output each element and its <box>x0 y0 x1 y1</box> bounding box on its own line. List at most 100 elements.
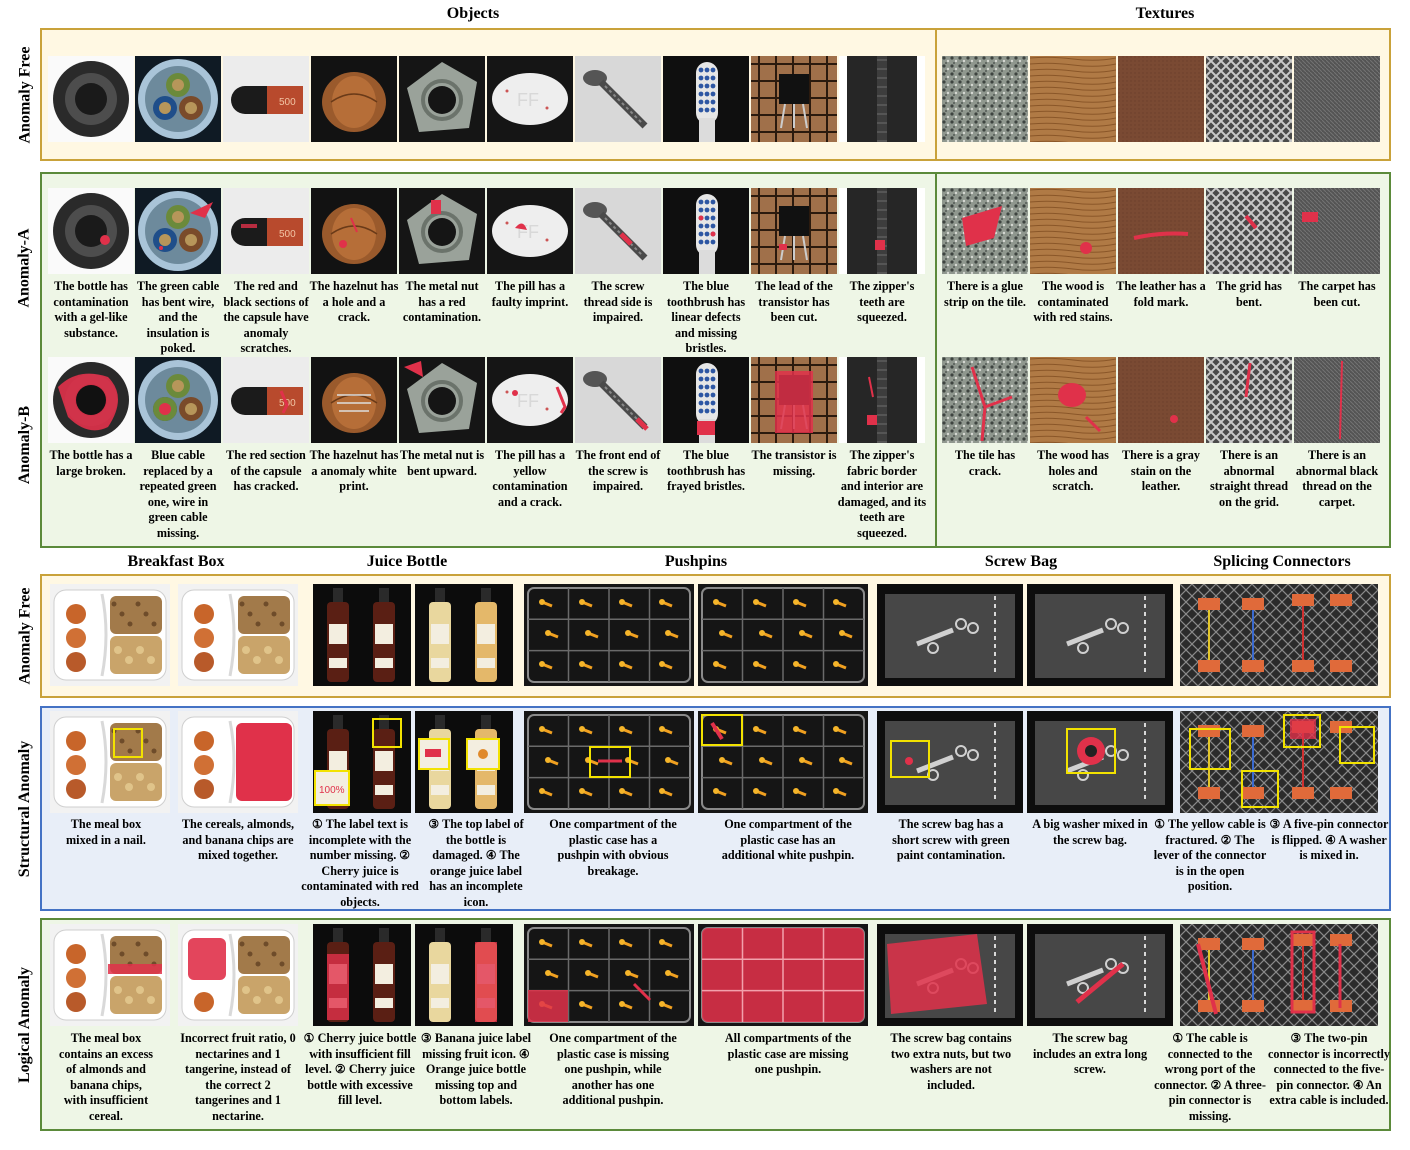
structural-caption-8: A big washer mixed in the screw bag. <box>1032 817 1148 847</box>
caption-b-capsule: The red section of the capsule has crack… <box>226 448 306 493</box>
thumb-free-leather <box>1118 56 1204 142</box>
logical-caption-9: ① The cable is connected to the wrong po… <box>1154 1031 1266 1123</box>
thumb-free-pill: FF <box>487 56 573 142</box>
caption-b-wood: The wood has holes and scratch. <box>1037 448 1109 493</box>
row-label-anomaly-a: Anomaly-A <box>16 227 34 308</box>
row-label-anomaly-b: Anomaly-B <box>16 405 34 485</box>
caption-b-zipper: The zipper's fabric border and interior … <box>837 448 927 540</box>
caption-a-pill: The pill has a faulty imprint. <box>491 279 569 309</box>
caption-a-tile: There is a glue strip on the tile. <box>944 279 1026 309</box>
row-label-loco-anomaly-free: Anomaly Free <box>16 587 34 685</box>
caption-a-cable: The green cable has bent wire, and the i… <box>136 279 220 355</box>
thumb-b-toothbrush <box>663 357 749 443</box>
loco-free-pushpins-1 <box>524 584 694 686</box>
structural-caption-9: ① The yellow cable is fractured. ② The l… <box>1153 817 1267 893</box>
caption-b-leather: There is a gray stain on the leather. <box>1122 448 1200 493</box>
caption-b-bottle: The bottle has a large broken. <box>49 448 133 478</box>
caption-b-toothbrush: The blue toothbrush has frayed bristles. <box>666 448 746 493</box>
loco-structural-juice-bottle-1: 100% <box>313 711 411 813</box>
loco-header-pushpins: Pushpins <box>664 553 728 570</box>
caption-a-transistor: The lead of the transistor has been cut. <box>755 279 833 324</box>
thumb-b-screw <box>575 357 661 443</box>
logical-caption-6: All compartments of the plastic case are… <box>724 1031 852 1076</box>
loco-free-juice-bottle-1 <box>313 584 411 686</box>
thumb-b-metalnut <box>399 357 485 443</box>
structural-caption-10: ③ A five-pin connector is flipped. ④ A w… <box>1269 817 1389 862</box>
loco-structural-juice-bottle-2 <box>415 711 513 813</box>
loco-logical-screw-bag-1 <box>877 924 1023 1026</box>
structural-caption-1: The meal box mixed in a nail. <box>66 817 146 847</box>
thumb-b-transistor <box>751 357 837 443</box>
caption-b-hazelnut: The hazelnut has a anomaly white print. <box>309 448 399 493</box>
loco-free-screw-bag-1 <box>877 584 1023 686</box>
logical-caption-1: The meal box contains an excess of almon… <box>58 1031 154 1123</box>
structural-caption-3: ① The label text is incomplete with the … <box>301 817 419 909</box>
thumb-b-pill: FF <box>487 357 573 443</box>
thumb-a-transistor <box>751 188 837 274</box>
thumb-free-cable <box>135 56 221 142</box>
caption-b-grid: There is an abnormal straight thread on … <box>1210 448 1288 509</box>
logical-caption-7: The screw bag contains two extra nuts, b… <box>890 1031 1012 1092</box>
thumb-free-hazelnut <box>311 56 397 142</box>
loco-logical-juice-bottle-1 <box>313 924 411 1026</box>
loco-free-juice-bottle-2 <box>415 584 513 686</box>
logical-caption-5: One compartment of the plastic case is m… <box>549 1031 677 1107</box>
thumb-a-leather <box>1118 188 1204 274</box>
thumb-a-screw <box>575 188 661 274</box>
loco-logical-pushpins-1 <box>524 924 694 1026</box>
thumb-free-zipper <box>839 56 925 142</box>
thumb-free-carpet <box>1294 56 1380 142</box>
juice-label-100: 100% <box>319 785 345 796</box>
loco-logical-breakfast-box-1 <box>50 924 170 1026</box>
structural-caption-2: The cereals, almonds, and banana chips a… <box>181 817 295 862</box>
loco-structural-pushpins-1 <box>524 711 694 813</box>
caption-a-screw: The screw thread side is impaired. <box>583 279 653 324</box>
loco-structural-screw-bag-2 <box>1027 711 1173 813</box>
thumb-a-carpet <box>1294 188 1380 274</box>
caption-a-grid: The grid has bent. <box>1216 279 1282 309</box>
objects-header: Objects <box>446 5 500 22</box>
thumb-a-wood <box>1030 188 1116 274</box>
thumb-a-zipper <box>839 188 925 274</box>
loco-structural-splicing-connectors <box>1180 711 1378 813</box>
caption-b-pill: The pill has a yellow contamination and … <box>492 448 568 509</box>
loco-logical-pushpins-2 <box>698 924 868 1026</box>
loco-free-breakfast-box-2 <box>178 584 298 686</box>
thumb-a-cable <box>135 188 221 274</box>
structural-caption-5: One compartment of the plastic case has … <box>549 817 677 878</box>
thumb-b-tile <box>942 357 1028 443</box>
thumb-free-transistor <box>751 56 837 142</box>
thumb-b-wood <box>1030 357 1116 443</box>
loco-header-splicing-connectors: Splicing Connectors <box>1213 553 1351 570</box>
caption-a-wood: The wood is contaminated with red stains… <box>1033 279 1113 324</box>
thumb-a-tile <box>942 188 1028 274</box>
logical-caption-10: ③ The two-pin connector is incorrectly c… <box>1267 1031 1391 1107</box>
thumb-free-capsule: 500 <box>223 56 309 142</box>
loco-header-juice-bottle: Juice Bottle <box>366 553 448 570</box>
thumb-a-toothbrush <box>663 188 749 274</box>
loco-free-breakfast-box-1 <box>50 584 170 686</box>
svg-text:500: 500 <box>279 229 296 240</box>
textures-header: Textures <box>1135 5 1195 22</box>
thumb-b-bottle <box>48 357 134 443</box>
logical-caption-3: ① Cherry juice bottle with insufficient … <box>303 1031 417 1107</box>
thumb-free-toothbrush <box>663 56 749 142</box>
thumb-a-hazelnut <box>311 188 397 274</box>
loco-free-screw-bag-2 <box>1027 584 1173 686</box>
caption-a-capsule: The red and black sections of the capsul… <box>223 279 309 355</box>
caption-a-metalnut: The metal nut has a red contamination. <box>402 279 482 324</box>
loco-structural-breakfast-box-2 <box>178 711 298 813</box>
caption-b-transistor: The transistor is missing. <box>751 448 837 478</box>
thumb-a-capsule: 500 <box>223 188 309 274</box>
logical-caption-4: ③ Banana juice label missing fruit icon.… <box>420 1031 532 1107</box>
structural-caption-4: ③ The top label of the bottle is damaged… <box>428 817 524 909</box>
logical-caption-2: Incorrect fruit ratio, 0 nectarines and … <box>180 1031 296 1123</box>
svg-text:FF: FF <box>517 90 539 110</box>
row-label-logical: Logical Anomaly <box>16 966 34 1083</box>
svg-text:FF: FF <box>517 391 539 411</box>
thumb-free-screw <box>575 56 661 142</box>
thumb-a-metalnut <box>399 188 485 274</box>
row-label-anomaly-free: Anomaly Free <box>16 45 34 144</box>
loco-logical-juice-bottle-2 <box>415 924 513 1026</box>
thumb-b-carpet <box>1294 357 1380 443</box>
